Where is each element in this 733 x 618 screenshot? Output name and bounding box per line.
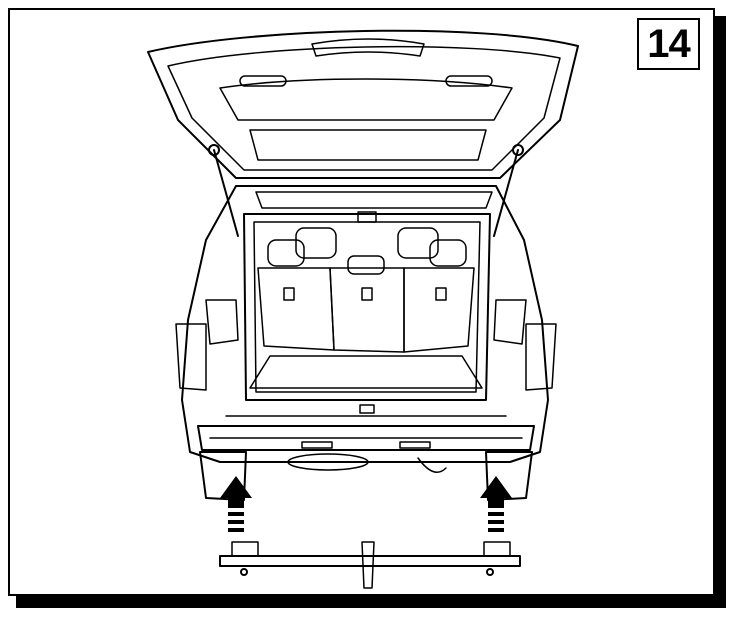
roof-edge — [255, 191, 493, 209]
tailgate-window-edge — [249, 129, 487, 161]
seat-latch-3 — [435, 287, 447, 301]
vehicle-body — [181, 185, 549, 463]
tailgate — [147, 29, 579, 179]
bumper-slot-left — [301, 441, 333, 449]
rear-seats — [257, 227, 475, 353]
strut-right — [493, 149, 519, 237]
undercarriage — [287, 453, 447, 473]
tailgate-light-right — [445, 75, 493, 87]
arrow-dash-left-3 — [228, 528, 244, 532]
exhaust-pipe — [417, 457, 447, 473]
bolt-left — [240, 568, 248, 576]
headrest-1 — [295, 227, 337, 259]
bracket-right — [483, 541, 511, 557]
arrow-dash-left-2 — [228, 520, 244, 524]
up-arrows — [220, 476, 512, 532]
tailgate-light-left — [239, 75, 287, 87]
tail-light-right — [493, 299, 527, 345]
tailgate-handle — [311, 38, 425, 57]
tailgate-latch — [359, 404, 375, 414]
arrow-dash-right-1 — [488, 512, 504, 516]
headrest-2 — [397, 227, 439, 259]
cargo-opening — [243, 213, 491, 401]
arrow-dash-left-1 — [228, 512, 244, 516]
cargo-floor-panel — [249, 355, 483, 389]
tailgate-inner — [167, 45, 561, 171]
bumper-slot-right — [399, 441, 431, 449]
strut-mount-left — [208, 144, 220, 156]
arrow-dash-right-2 — [488, 520, 504, 524]
headrest-4 — [429, 239, 467, 267]
arrow-up-icon — [220, 476, 252, 508]
bracket-left — [231, 541, 259, 557]
arrow-up-icon — [480, 476, 512, 508]
tail-light-left — [205, 299, 239, 345]
body-outline — [181, 185, 549, 463]
instruction-frame — [8, 8, 715, 596]
headrest-center — [347, 255, 385, 275]
tailgate-outer — [147, 29, 579, 179]
tow-hook-mount — [361, 541, 375, 589]
tail-lights — [175, 299, 557, 391]
bolt-right — [486, 568, 494, 576]
spare-wheel — [287, 453, 369, 471]
headrest-3 — [267, 239, 305, 267]
tailgate-panel — [219, 78, 513, 121]
seat-latch-1 — [283, 287, 295, 301]
seat-back-left — [257, 267, 335, 351]
hinge-bracket-right — [525, 323, 557, 391]
seat-back-right — [403, 267, 475, 353]
strut-mount-right — [512, 144, 524, 156]
cargo-opening-inner — [253, 221, 481, 393]
bumper-outline — [197, 425, 535, 451]
hinge-bracket-left — [175, 323, 207, 391]
crossbeam-bar — [219, 555, 521, 567]
rear-bumper — [197, 425, 535, 451]
seat-back-center — [329, 267, 405, 353]
arrow-dash-right-3 — [488, 528, 504, 532]
tow-bar-crossbeam — [219, 541, 521, 589]
seat-latch-2 — [361, 287, 373, 301]
strut-left — [213, 149, 239, 237]
step-number: 14 — [637, 18, 700, 70]
cargo-floor — [225, 355, 507, 417]
gas-struts — [213, 149, 519, 237]
